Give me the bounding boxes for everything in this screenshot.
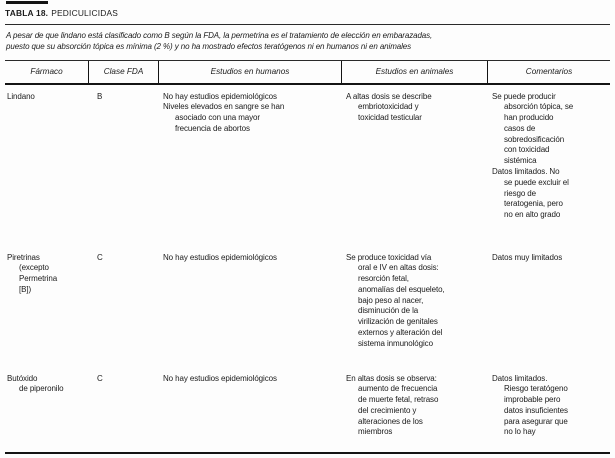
cell-clase-fda: B [89, 92, 159, 253]
cell-paragraph: No hay estudios epidemiológicos [163, 91, 277, 101]
cell-estudios-humanos: No hay estudios epidemiológicos [159, 253, 342, 374]
table-row-lindano: Lindano B No hay estudios epidemiológico… [5, 92, 610, 253]
cell-estudios-humanos: No hay estudios epidemiológicos Niveles … [159, 92, 342, 253]
cell-paragraph: Se puede producir absorción tópica, se h… [492, 91, 574, 166]
cell-paragraph: Datos limitados. No se puede excluir el … [492, 167, 569, 220]
cell-paragraph: No hay estudios epidemiológicos [163, 373, 277, 383]
cell-paragraph: Se produce toxicidad vía oral e IV en al… [346, 252, 445, 348]
table-header-row: Fármaco Clase FDA Estudios en humanos Es… [5, 60, 610, 83]
cell-paragraph: Datos limitados. Riesgo teratógeno impro… [492, 373, 568, 437]
cell-estudios-animales: Se produce toxicidad vía oral e IV en al… [342, 253, 488, 374]
cell-farmaco: Piretrinas (excepto Permetrina [B]) [5, 253, 89, 374]
header-top-rule [5, 59, 610, 61]
cell-estudios-animales: A altas dosis se describe embriotoxicida… [342, 92, 488, 253]
table-body: Lindano B No hay estudios epidemiológico… [5, 85, 610, 452]
column-header-estudios-animales: Estudios en animales [342, 60, 488, 83]
cell-comentarios: Datos limitados. Riesgo teratógeno impro… [488, 374, 610, 452]
cell-estudios-animales: En altas dosis se observa: aumento de fr… [342, 374, 488, 452]
title-divider-rule [5, 23, 610, 25]
column-header-estudios-humanos: Estudios en humanos [159, 60, 342, 83]
cell-clase-fda: C [89, 374, 159, 452]
cell-paragraph: A altas dosis se describe embriotoxicida… [346, 91, 432, 123]
cell-estudios-humanos: No hay estudios epidemiológicos [159, 374, 342, 452]
column-header-farmaco: Fármaco [5, 60, 89, 83]
cell-clase-fda: C [89, 253, 159, 374]
drug-name: Lindano [7, 91, 35, 101]
header-bottom-rule [5, 82, 610, 85]
drug-name: Butóxido de piperonilo [7, 373, 64, 394]
table-row-piretrinas: Piretrinas (excepto Permetrina [B]) C No… [5, 253, 610, 374]
table-row-butoxido: Butóxido de piperonilo C No hay estudios… [5, 374, 610, 452]
fda-class-value: B [97, 91, 103, 101]
fda-class-value: C [97, 252, 103, 262]
cell-farmaco: Lindano [5, 92, 89, 253]
table-title: TABLA 18.PEDICULICIDAS [5, 8, 610, 18]
table-bottom-rule [5, 451, 610, 454]
table-note: A pesar de que lindano está clasificado … [6, 30, 433, 52]
table-name: PEDICULICIDAS [51, 7, 119, 18]
cell-farmaco: Butóxido de piperonilo [5, 374, 89, 452]
cell-paragraph: Datos muy limitados [492, 252, 563, 262]
drug-name: Piretrinas (excepto Permetrina [B]) [7, 252, 58, 294]
title-accent-rule [6, 1, 48, 4]
cell-paragraph: No hay estudios epidemiológicos [163, 252, 277, 262]
column-header-comentarios: Comentarios [525, 67, 573, 76]
cell-comentarios: Datos muy limitados [488, 253, 610, 374]
cell-paragraph: Niveles elevados en sangre se han asocia… [163, 102, 285, 133]
cell-paragraph: En altas dosis se observa: aumento de fr… [346, 373, 439, 437]
fda-class-value: C [97, 373, 103, 383]
column-header-clase-fda: Clase FDA [89, 60, 159, 83]
cell-comentarios: Se puede producir absorción tópica, se h… [488, 92, 610, 253]
table-number: TABLA 18. [5, 7, 49, 18]
